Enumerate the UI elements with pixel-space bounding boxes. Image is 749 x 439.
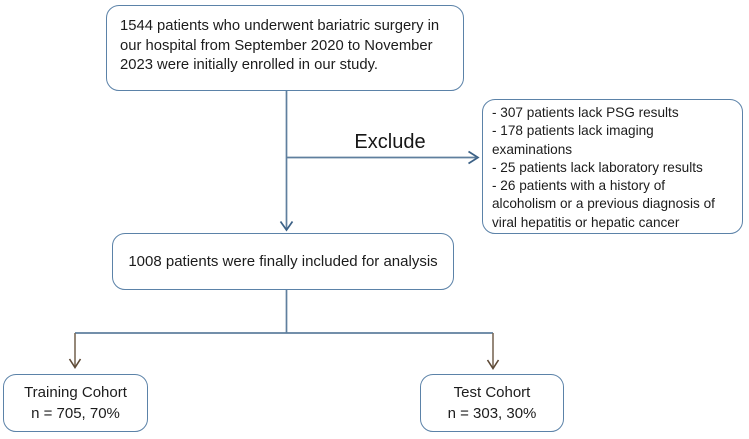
excluded-text-line: viral hepatitis or hepatic cancer — [492, 214, 680, 230]
enrolled-text-line: our hospital from September 2020 to Nove… — [120, 37, 433, 54]
box-enrolled-patients: 1544 patients who underwent bariatric su… — [106, 5, 464, 91]
test-cohort-count: n = 303, 30% — [447, 405, 537, 422]
training-cohort-title: Training Cohort — [24, 384, 127, 401]
arrowhead-into-training-icon — [68, 358, 82, 369]
training-cohort-count: n = 705, 70% — [31, 405, 120, 422]
excluded-text-line: examinations — [492, 141, 573, 157]
enrolled-text-line: 1544 patients who underwent bariatric su… — [120, 18, 440, 34]
box-included-patients: 1008 patients were finally included for … — [112, 233, 454, 290]
excluded-text-line: - 178 patients lack imaging — [492, 123, 654, 139]
box-training-cohort: Training Cohort n = 705, 70% — [3, 374, 148, 432]
arrowhead-into-test-icon — [486, 359, 500, 370]
excluded-text-line: alcoholism or a previous diagnosis of — [492, 196, 715, 212]
excluded-text-line: - 25 patients lack laboratory results — [492, 159, 703, 175]
excluded-text-line: - 26 patients with a history of — [492, 178, 666, 194]
test-cohort-title: Test Cohort — [453, 384, 531, 401]
arrowhead-into-included-icon — [279, 221, 294, 232]
included-text: 1008 patients were finally included for … — [128, 253, 438, 270]
box-excluded-patients: - 307 patients lack PSG results - 178 pa… — [482, 99, 743, 234]
box-test-cohort: Test Cohort n = 303, 30% — [420, 374, 564, 432]
excluded-text-line: - 307 patients lack PSG results — [492, 105, 679, 120]
enrolled-text-line: 2023 were initially enrolled in our stud… — [120, 57, 378, 73]
arrowhead-into-excluded-icon — [468, 150, 480, 165]
exclude-arrow-label: Exclude — [354, 131, 426, 153]
